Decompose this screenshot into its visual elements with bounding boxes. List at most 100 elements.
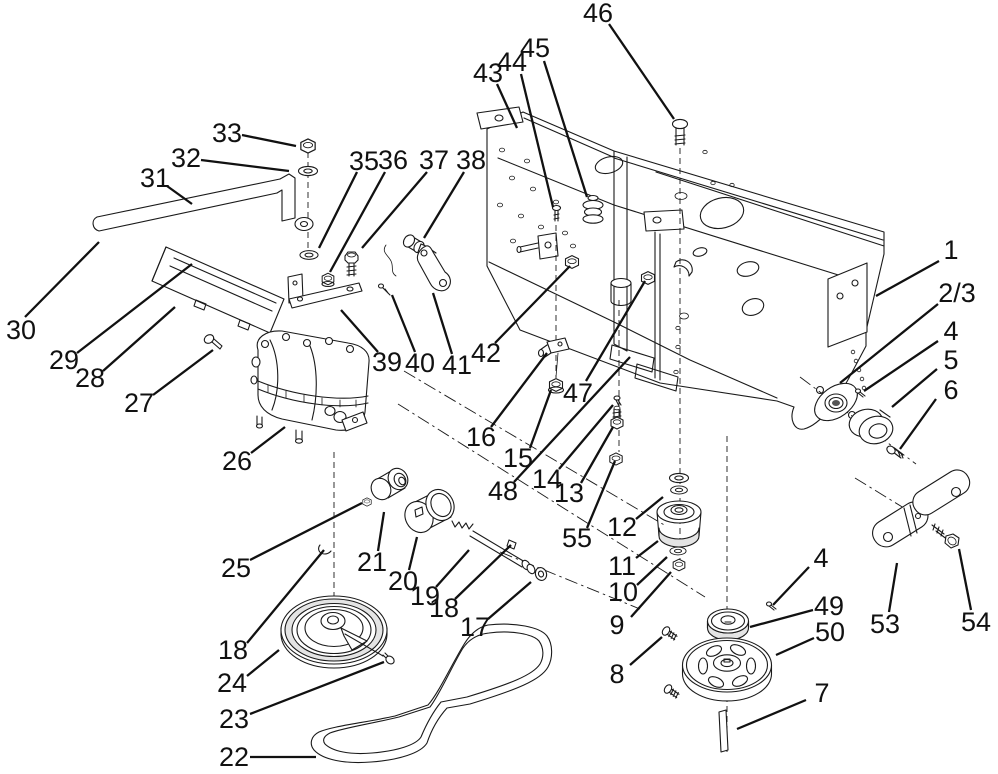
leader-line-39 (340, 309, 379, 353)
spacer-21 (370, 467, 409, 501)
leader-line-38 (423, 171, 465, 239)
callout-label-48: 48 (488, 476, 518, 506)
bolt-37 (344, 251, 359, 277)
leader-line-41 (431, 292, 454, 355)
screw-4b (765, 601, 777, 611)
callout-label-12: 12 (607, 512, 637, 542)
pulley-24 (280, 595, 388, 669)
callout-label-23: 23 (219, 704, 249, 734)
callout-label-10: 10 (608, 577, 638, 607)
callout-label-50: 50 (815, 617, 845, 647)
leader-line-54 (957, 548, 973, 611)
nut-25 (362, 497, 372, 507)
callout-label-44: 44 (497, 47, 527, 77)
leader-line-9 (630, 571, 672, 618)
callout-label-22: 22 (219, 742, 249, 772)
frame-right-plate (827, 262, 868, 391)
key-7 (718, 709, 729, 753)
screw-44 (551, 204, 562, 222)
leader-line-1 (875, 259, 940, 298)
leader-line-28 (102, 306, 176, 372)
leader-line-30 (24, 241, 100, 318)
bolt-8b (662, 682, 682, 701)
callout-layer: 12/3456789101112131415161718192021222324… (6, 0, 991, 772)
leader-line-13 (580, 426, 614, 484)
callout-label-45: 45 (520, 33, 550, 63)
screw-40 (377, 283, 391, 296)
spacer-5 (848, 408, 894, 445)
leader-line-10 (636, 556, 668, 586)
leader-line-33 (241, 133, 297, 148)
pulley-49 (706, 608, 750, 641)
screw-4a (854, 388, 866, 398)
leader-line-31 (166, 185, 193, 205)
callout-label-28: 28 (75, 363, 105, 393)
callout-label-37: 37 (419, 145, 449, 175)
leader-line-16 (490, 352, 548, 428)
bolt-54 (931, 523, 960, 549)
callout-label-39: 39 (372, 347, 402, 377)
leader-line-2/3 (839, 303, 939, 384)
leader-line-29 (76, 263, 193, 354)
callout-label-9: 9 (609, 610, 624, 640)
callout-label-30: 30 (6, 315, 36, 345)
callout-label-33: 33 (212, 118, 242, 148)
leader-line-18 (246, 549, 325, 644)
leader-line-37 (361, 171, 428, 249)
bolt-23 (382, 652, 395, 665)
frame-tab-mid (643, 209, 685, 232)
washer-32 (297, 165, 319, 177)
callout-label-16: 16 (466, 422, 496, 452)
callout-label-19: 19 (410, 581, 440, 611)
leader-line-23 (249, 660, 385, 716)
callout-label-49: 49 (814, 591, 844, 621)
screw-14 (613, 395, 622, 407)
callout-label-55: 55 (562, 523, 592, 553)
callout-label-13: 13 (554, 478, 584, 508)
leader-line-6 (899, 398, 937, 450)
leader-line-21 (376, 511, 386, 552)
leader-line-24 (246, 649, 280, 677)
leader-line-48 (513, 356, 631, 483)
callout-label-40: 40 (405, 348, 435, 378)
leader-line-27 (152, 349, 214, 396)
leader-line-12 (635, 496, 664, 520)
leader-line-35 (317, 171, 359, 249)
callout-label-5: 5 (943, 345, 958, 375)
callout-label-53: 53 (870, 609, 900, 639)
callout-label-4: 4 (943, 316, 958, 346)
idler-arm-41 (416, 245, 451, 292)
callout-label-26: 26 (222, 446, 252, 476)
grommet-45 (582, 194, 604, 224)
callout-label-46: 46 (583, 0, 613, 28)
leader-line-18 (454, 544, 512, 600)
leader-line-49 (749, 608, 814, 629)
leader-line-45 (542, 60, 589, 198)
leader-line-40 (390, 294, 417, 353)
pulley-11 (656, 500, 702, 548)
callout-label-6: 6 (943, 375, 958, 405)
leader-line-15 (528, 389, 553, 449)
leader-line-44 (519, 73, 555, 208)
construction-lines (307, 148, 918, 756)
callout-label-14: 14 (532, 464, 562, 494)
nut-33 (300, 138, 316, 154)
callout-label-4: 4 (813, 543, 828, 573)
callout-label-2/3: 2/3 (938, 278, 976, 308)
bolt-46 (671, 118, 689, 146)
washer-12b (670, 485, 688, 495)
bolt-13 (610, 405, 624, 430)
spring-link-39 (383, 244, 397, 277)
leader-line-14 (558, 404, 614, 470)
transmission (250, 330, 370, 444)
spacer-20 (404, 488, 455, 534)
leader-line-43 (495, 83, 519, 129)
leader-line-26 (250, 426, 286, 454)
leader-line-32 (200, 158, 290, 173)
nut-42 (564, 255, 580, 269)
leader-line-4 (863, 340, 939, 392)
washer-12a (668, 472, 690, 484)
pulley-50 (681, 637, 773, 702)
frame-side-tab (516, 232, 559, 260)
